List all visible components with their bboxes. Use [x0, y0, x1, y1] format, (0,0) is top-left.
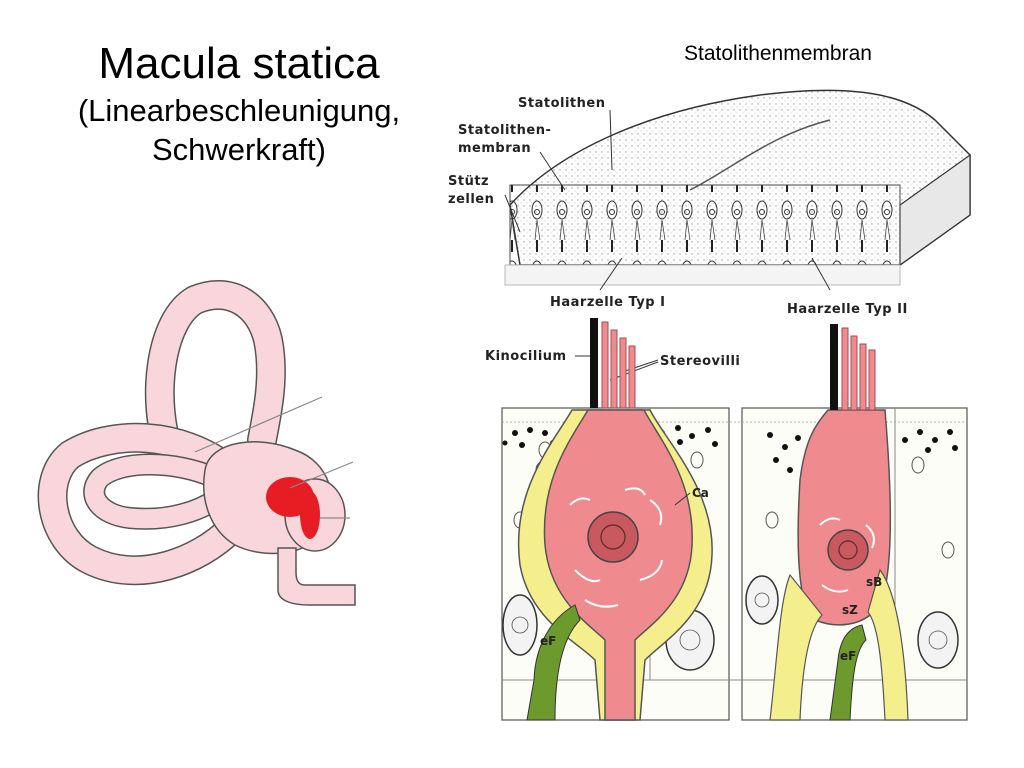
labyrinth-diagram — [37, 280, 356, 606]
nucleus-type-2 — [827, 529, 869, 571]
sz-label: sZ — [842, 603, 858, 617]
statolithenmembran-label: Statolithenmembran — [684, 42, 872, 65]
haarzelle-typ-1-label: Haarzelle Typ I — [550, 295, 665, 310]
macula-section-diagram: Statolithen Statolithen- membran Stütz z… — [448, 89, 971, 291]
ef-label-left: eF — [540, 634, 556, 648]
nucleus-type-1 — [587, 511, 639, 563]
sb-label: sB — [866, 575, 882, 589]
afferent-bouton-type-2 — [769, 573, 823, 721]
statolithenmembran-line1: Statolithen- — [458, 123, 551, 138]
stuetzzellen-line1: Stütz — [448, 174, 489, 189]
hair-cell-layer — [509, 184, 901, 266]
hair-cell-type-1 — [543, 409, 693, 721]
title-subtitle-1: (Linearbeschleunigung, — [77, 93, 401, 128]
efferent-fiber-left — [526, 604, 581, 721]
macula-sacculi — [300, 491, 320, 539]
supporting-cell-nuclei — [502, 575, 959, 671]
hair-cell-type-2 — [797, 409, 891, 626]
stuetzzellen-line2: zellen — [448, 192, 494, 207]
ef-label-right: eF — [840, 649, 856, 663]
title-main: Macula statica — [98, 39, 380, 88]
calyx-label: Ca — [692, 486, 709, 500]
efferent-fiber-right — [829, 624, 867, 721]
statolithenmembran-line2: membran — [458, 141, 531, 156]
statolithen-label: Statolithen — [518, 96, 605, 111]
stereovilli-label: Stereovilli — [660, 354, 740, 369]
title-subtitle-2: Schwerkraft) — [152, 132, 326, 167]
hair-cell-detail-diagram: Haarzelle Typ I Haarzelle Typ II Kinocil… — [485, 295, 968, 721]
haarzelle-typ-2-label: Haarzelle Typ II — [787, 302, 908, 317]
kinocilium-label: Kinocilium — [485, 349, 567, 364]
